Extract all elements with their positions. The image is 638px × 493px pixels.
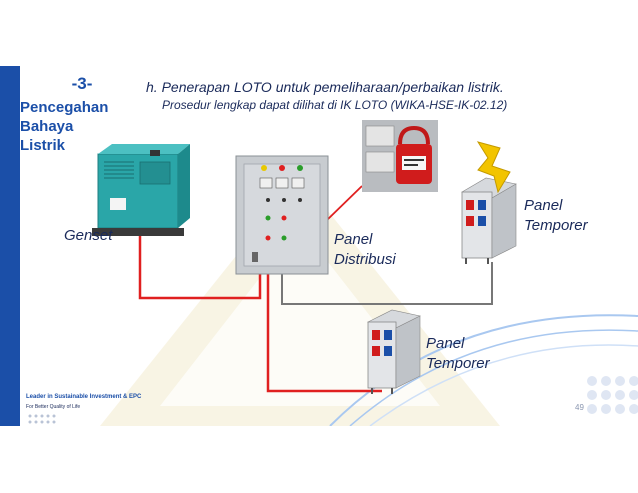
dot-grid-left: [28, 414, 56, 424]
label-line: Distribusi: [334, 251, 396, 268]
label-line: Panel: [524, 197, 563, 214]
panel-distribusi-label: Panel Distribusi: [334, 230, 396, 270]
wiring-diagram: [92, 120, 517, 394]
section-title-line: Pencegahan: [20, 99, 109, 116]
slide: -3- Pencegahan Bahaya Listrik h. Penerap…: [0, 66, 638, 426]
red-wire-genset: [138, 236, 262, 300]
label-line: Temporer: [524, 217, 588, 234]
label-line: Temporer: [426, 355, 490, 372]
loto-padlock-photo: [362, 120, 438, 192]
footer-tagline: Leader in Sustainable Investment & EPC: [26, 394, 142, 400]
genset-label: Genset: [64, 227, 113, 244]
temporary-panel-illustration-top: [461, 177, 517, 264]
lightning-bolt-icon: [476, 141, 511, 194]
page-number: 49: [575, 403, 584, 412]
label-line: Panel: [426, 335, 465, 352]
slide-heading: h. Penerapan LOTO untuk pemeliharaan/per…: [146, 79, 504, 95]
sidebar-accent: [0, 66, 20, 426]
genset-illustration: [92, 144, 190, 236]
red-wire-bottom-panel: [266, 274, 382, 393]
section-title: Pencegahan Bahaya Listrik: [20, 98, 130, 155]
section-number: -3-: [71, 74, 93, 93]
footer-subline: For Better Quality of Life: [26, 404, 81, 410]
dot-grid-right: [587, 376, 638, 414]
gray-wire-top-panel: [281, 262, 493, 305]
section-title-line: Listrik: [20, 137, 66, 154]
slide-subheading: Prosedur lengkap dapat dilihat di IK LOT…: [162, 98, 508, 112]
distribution-panel-illustration: [235, 155, 329, 275]
label-line: Panel: [334, 231, 373, 248]
temporary-panel-illustration-bottom: [367, 309, 421, 394]
panel-temporer-bottom-label: Panel Temporer: [426, 334, 490, 374]
section-title-line: Bahaya: [20, 118, 74, 135]
panel-temporer-top-label: Panel Temporer: [524, 196, 588, 236]
